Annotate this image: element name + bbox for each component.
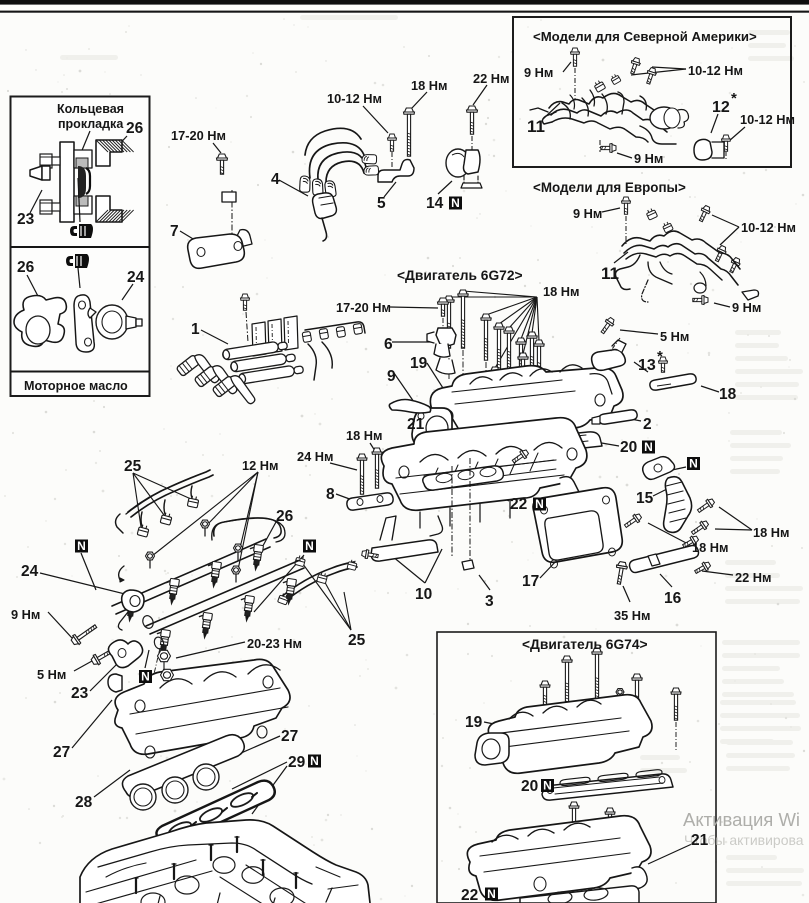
svg-text:N: N [535, 497, 544, 511]
svg-text:9: 9 [387, 368, 396, 385]
svg-text:*: * [731, 90, 737, 107]
svg-text:10-12 Нм: 10-12 Нм [327, 91, 382, 106]
svg-text:11: 11 [601, 264, 619, 283]
svg-text:<Модели для Северной Америки>: <Модели для Северной Америки> [533, 29, 757, 44]
svg-text:5 Нм: 5 Нм [37, 667, 66, 682]
svg-text:16: 16 [664, 590, 682, 607]
svg-text:9 Нм: 9 Нм [11, 607, 40, 622]
svg-text:18 Нм: 18 Нм [692, 540, 729, 555]
svg-text:10-12 Нм: 10-12 Нм [688, 63, 743, 78]
svg-text:N: N [644, 440, 653, 454]
svg-text:22 Нм: 22 Нм [735, 570, 772, 585]
svg-text:27: 27 [53, 744, 70, 761]
svg-text:24: 24 [21, 563, 39, 580]
svg-text:29: 29 [288, 754, 306, 771]
svg-text:22: 22 [461, 887, 478, 903]
svg-text:Кольцевая: Кольцевая [57, 102, 124, 116]
svg-text:20-23 Нм: 20-23 Нм [247, 636, 302, 651]
svg-text:7: 7 [170, 223, 179, 240]
svg-text:24: 24 [127, 269, 145, 286]
svg-text:22: 22 [510, 496, 527, 513]
svg-text:18 Нм: 18 Нм [411, 78, 448, 93]
svg-text:24 Нм: 24 Нм [297, 449, 334, 464]
svg-text:12 Нм: 12 Нм [242, 458, 279, 473]
svg-text:20: 20 [620, 439, 637, 456]
svg-text:2: 2 [643, 416, 652, 433]
svg-text:15: 15 [636, 490, 654, 507]
svg-text:N: N [689, 456, 698, 470]
svg-text:*: * [657, 348, 663, 365]
svg-text:N: N [77, 539, 86, 553]
svg-text:N: N [487, 887, 496, 901]
svg-text:прокладка: прокладка [58, 117, 124, 131]
svg-text:18 Нм: 18 Нм [543, 284, 580, 299]
svg-text:21: 21 [407, 416, 425, 433]
svg-text:25: 25 [348, 632, 366, 649]
svg-text:35 Нм: 35 Нм [614, 608, 651, 623]
svg-text:<Модели для Европы>: <Модели для Европы> [533, 180, 686, 195]
svg-text:12: 12 [712, 99, 730, 116]
svg-text:18 Нм: 18 Нм [753, 525, 790, 540]
svg-text:Чтобы активирова: Чтобы активирова [684, 832, 804, 848]
svg-text:5: 5 [377, 195, 386, 212]
svg-text:10: 10 [415, 586, 432, 603]
svg-text:N: N [141, 669, 150, 683]
svg-text:Активация Wi: Активация Wi [683, 809, 800, 830]
svg-text:N: N [451, 196, 460, 210]
svg-text:4: 4 [271, 171, 280, 188]
svg-text:3: 3 [485, 593, 494, 610]
svg-text:17: 17 [522, 573, 539, 590]
svg-text:26: 26 [17, 259, 35, 276]
svg-text:11: 11 [527, 117, 545, 136]
svg-text:26: 26 [126, 120, 144, 137]
svg-text:27: 27 [281, 728, 298, 745]
svg-text:9 Нм: 9 Нм [634, 151, 663, 166]
svg-text:N: N [543, 778, 552, 792]
svg-text:10-12 Нм: 10-12 Нм [741, 220, 796, 235]
svg-text:19: 19 [410, 355, 428, 372]
svg-text:8: 8 [326, 486, 335, 503]
svg-text:23: 23 [17, 211, 35, 228]
svg-text:23: 23 [71, 685, 89, 702]
svg-text:26: 26 [276, 508, 294, 525]
svg-text:18: 18 [719, 386, 737, 403]
svg-text:25: 25 [124, 458, 142, 475]
svg-text:21: 21 [691, 832, 709, 849]
svg-text:19: 19 [465, 714, 483, 731]
svg-text:13: 13 [638, 357, 656, 374]
svg-text:1: 1 [191, 321, 200, 338]
svg-text:5 Нм: 5 Нм [660, 329, 689, 344]
svg-text:17-20 Нм: 17-20 Нм [171, 128, 226, 143]
svg-text:<Двигатель 6G74>: <Двигатель 6G74> [522, 637, 648, 652]
svg-text:22 Нм: 22 Нм [473, 71, 510, 86]
svg-text:9 Нм: 9 Нм [732, 300, 761, 315]
svg-text:28: 28 [75, 794, 93, 811]
svg-text:17-20 Нм: 17-20 Нм [336, 300, 391, 315]
svg-text:10-12 Нм: 10-12 Нм [740, 112, 795, 127]
svg-text:<Двигатель 6G72>: <Двигатель 6G72> [397, 268, 523, 283]
svg-text:20: 20 [521, 778, 538, 795]
svg-text:9 Нм: 9 Нм [573, 206, 602, 221]
svg-text:9 Нм: 9 Нм [524, 65, 553, 80]
svg-text:6: 6 [384, 336, 393, 353]
svg-text:N: N [305, 539, 314, 553]
svg-text:Моторное масло: Моторное масло [24, 379, 128, 393]
svg-text:N: N [310, 754, 319, 768]
svg-text:14: 14 [426, 195, 444, 212]
svg-text:18 Нм: 18 Нм [346, 428, 383, 443]
